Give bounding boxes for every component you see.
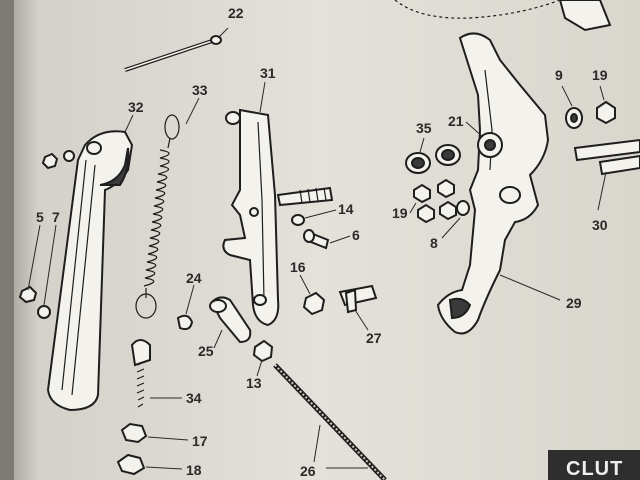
callout-7: 7 xyxy=(52,209,60,225)
callout-9: 9 xyxy=(555,67,563,83)
callout-labels: 22 33 31 32 5 7 14 6 16 27 24 25 13 34 1… xyxy=(36,5,608,479)
callout-27: 27 xyxy=(366,330,382,346)
top-right-part xyxy=(558,0,612,32)
part-32-pedal-arm xyxy=(46,130,134,412)
callout-17: 17 xyxy=(192,433,208,449)
part-31-bracket xyxy=(222,108,334,327)
part-17-18-nuts xyxy=(116,422,148,476)
callout-35: 35 xyxy=(416,120,432,136)
callout-31: 31 xyxy=(260,65,276,81)
callout-13: 13 xyxy=(246,375,262,391)
callout-18: 18 xyxy=(186,462,202,478)
callout-5: 5 xyxy=(36,209,44,225)
part-14-6-hardware xyxy=(291,214,330,250)
callout-6: 6 xyxy=(352,227,360,243)
callout-19-right: 19 xyxy=(592,67,608,83)
callout-24: 24 xyxy=(186,270,202,286)
part-34-screw xyxy=(130,339,151,408)
part-5-7-hardware xyxy=(18,150,75,319)
part-25-link xyxy=(209,296,252,344)
callout-21: 21 xyxy=(448,113,464,129)
part-35-bushings xyxy=(405,144,461,174)
part-29-lever xyxy=(436,32,550,335)
callout-22: 22 xyxy=(228,5,244,21)
callout-8: 8 xyxy=(430,235,438,251)
callout-30: 30 xyxy=(592,217,608,233)
callout-33: 33 xyxy=(192,82,208,98)
callout-19-left: 19 xyxy=(392,205,408,221)
section-banner: CLUT xyxy=(548,450,640,480)
top-sketch xyxy=(394,0,561,19)
part-19-8-hardware xyxy=(413,178,470,224)
leader-lines xyxy=(27,27,607,470)
left-page-edge xyxy=(0,0,14,480)
callout-34: 34 xyxy=(186,390,202,406)
callout-14: 14 xyxy=(338,201,354,217)
section-banner-text: CLUT xyxy=(566,458,623,480)
part-30-bolts xyxy=(573,138,640,176)
callout-32: 32 xyxy=(128,99,144,115)
callout-25: 25 xyxy=(198,343,214,359)
callout-26: 26 xyxy=(300,463,316,479)
part-9-19-right-hardware xyxy=(565,100,616,129)
part-33-spring xyxy=(135,114,180,319)
part-13-nut xyxy=(252,339,274,363)
part-16-27-hardware xyxy=(302,284,378,316)
callout-16: 16 xyxy=(290,259,306,275)
callout-29: 29 xyxy=(566,295,582,311)
part-24-clip xyxy=(176,314,194,331)
part-26-rod xyxy=(273,363,387,480)
